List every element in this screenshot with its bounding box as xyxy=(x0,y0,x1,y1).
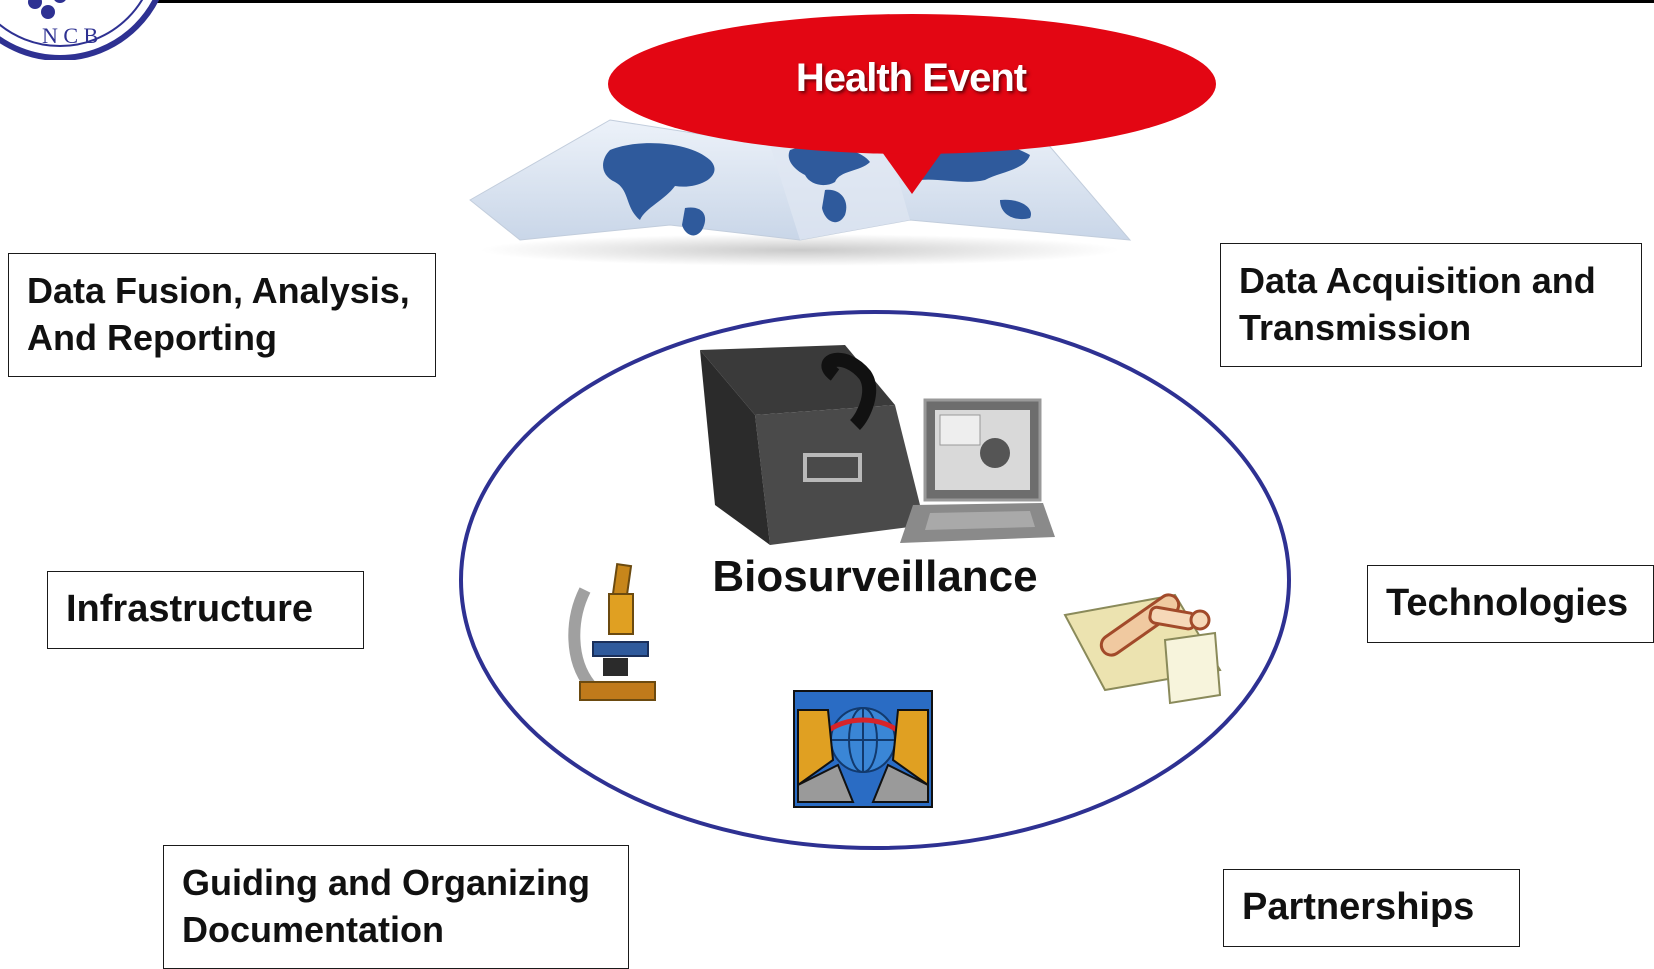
infrastructure-box: Infrastructure xyxy=(47,571,364,649)
microscope-icon xyxy=(565,560,665,705)
svg-text:N C B: N C B xyxy=(42,23,98,48)
technologies-label: Technologies xyxy=(1386,582,1629,625)
health-event-ellipse xyxy=(606,12,1218,202)
data-acquisition-line1: Data Acquisition and xyxy=(1239,260,1596,302)
guiding-line2: Documentation xyxy=(182,909,445,950)
data-acquisition-box: Data Acquisition and Transmission xyxy=(1220,243,1642,367)
biosurveillance-ellipse xyxy=(455,305,1295,855)
data-acquisition-line2: Transmission xyxy=(1239,307,1472,348)
data-fusion-box: Data Fusion, Analysis, And Reporting xyxy=(8,253,436,377)
data-fusion-line1: Data Fusion, Analysis, xyxy=(27,270,410,312)
field-kit-laptop-icon xyxy=(695,345,1055,555)
test-tube-icon xyxy=(1055,575,1225,705)
network-computers-icon xyxy=(793,690,933,808)
technologies-box: Technologies xyxy=(1367,565,1654,643)
partnerships-label: Partnerships xyxy=(1242,886,1475,929)
health-event-label: Health Event xyxy=(795,56,1027,100)
ncb-logo: N C B xyxy=(0,0,180,60)
infrastructure-label: Infrastructure xyxy=(66,588,314,631)
guiding-line1: Guiding and Organizing xyxy=(182,862,590,904)
top-rule xyxy=(0,0,1654,3)
data-fusion-line2: And Reporting xyxy=(27,317,277,358)
guiding-box: Guiding and Organizing Documentation xyxy=(163,845,629,969)
biosurveillance-title: Biosurveillance xyxy=(712,552,1038,601)
partnerships-box: Partnerships xyxy=(1223,869,1520,947)
